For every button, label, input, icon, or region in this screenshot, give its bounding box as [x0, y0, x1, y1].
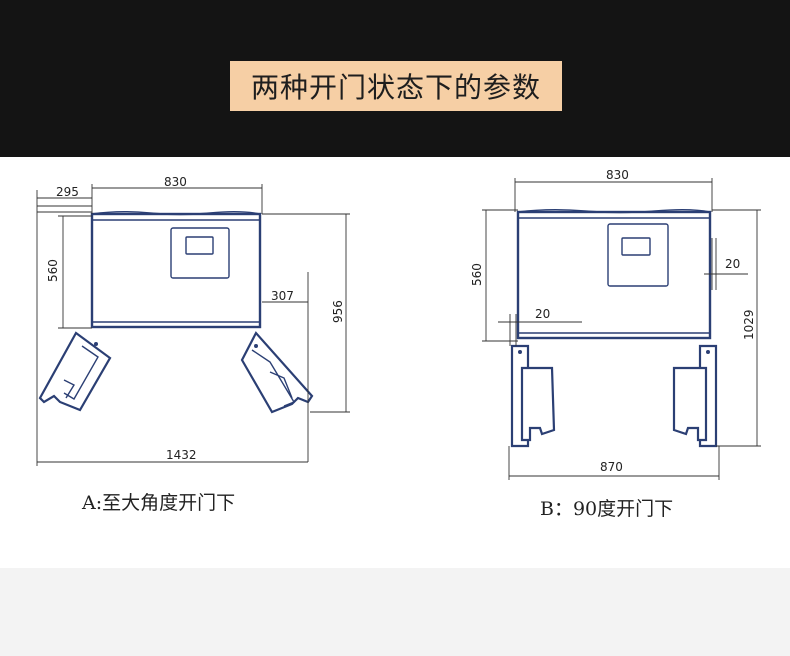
dim-label-560-b: 560 [470, 263, 484, 286]
title-banner: 两种开门状态下的参数 [230, 61, 562, 111]
left-door-b [510, 344, 556, 448]
dim-b-width: 830 [514, 168, 713, 212]
diagram-b: 830 560 20 20 1029 [470, 168, 761, 520]
dim-label-830-a: 830 [164, 175, 187, 189]
cabinet-b [516, 209, 712, 340]
dim-b-side-gap-left: 20 [498, 307, 582, 346]
footer-band [0, 568, 790, 656]
dim-label-307: 307 [271, 289, 294, 303]
dim-label-830-b: 830 [606, 168, 629, 182]
dim-a-total-depth: 956 [262, 213, 350, 413]
dim-label-20-left: 20 [535, 307, 550, 321]
control-panel-b [607, 223, 669, 287]
dim-b-total-depth: 1029 [712, 209, 761, 447]
page-title: 两种开门状态下的参数 [250, 71, 541, 104]
diagram-a: 295 830 560 307 956 [36, 175, 350, 514]
caption-a: A:至大角度开门下 [81, 492, 235, 514]
cabinet-a [90, 211, 262, 329]
left-door-a [38, 331, 112, 412]
dim-label-956: 956 [331, 300, 345, 323]
dim-a-total-width: 1432 [36, 206, 308, 466]
control-panel-a [170, 227, 230, 279]
dim-b-side-gap-right: 20 [704, 238, 748, 290]
dim-a-width: 830 [91, 175, 263, 214]
dim-b-depth: 560 [470, 209, 518, 342]
dim-label-1029: 1029 [742, 309, 756, 340]
dim-label-560-a: 560 [46, 259, 60, 282]
dim-label-870: 870 [600, 460, 623, 474]
dim-label-295: 295 [56, 185, 79, 199]
dim-label-20-right: 20 [725, 257, 740, 271]
dim-a-side-clearance: 307 [262, 272, 309, 462]
dim-a-top-offset: 295 [36, 185, 92, 213]
caption-b: B：90度开门下 [540, 498, 673, 520]
dim-a-depth: 560 [46, 215, 92, 329]
right-door-a [240, 331, 314, 414]
dim-label-1432: 1432 [166, 448, 197, 462]
right-door-b [672, 344, 718, 448]
dim-b-total-width: 870 [508, 446, 720, 480]
